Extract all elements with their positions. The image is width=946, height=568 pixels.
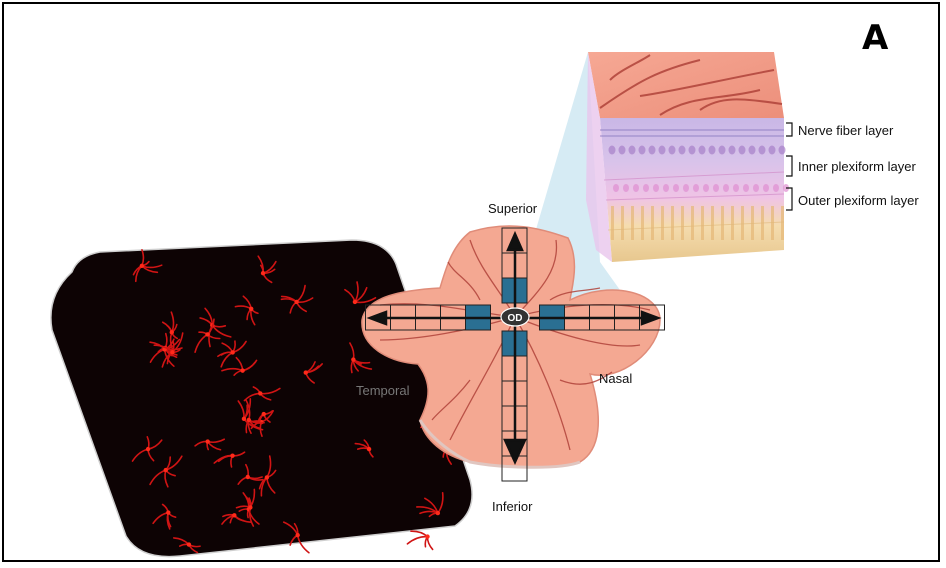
photoreceptor bbox=[731, 206, 734, 240]
microglia-cell bbox=[353, 300, 357, 304]
bipolar-cell bbox=[663, 184, 669, 192]
direction-nasal: Nasal bbox=[599, 371, 632, 386]
microglia-cell bbox=[230, 350, 234, 354]
panel-label: A bbox=[862, 18, 888, 58]
direction-inferior: Inferior bbox=[492, 499, 532, 514]
photoreceptor bbox=[781, 206, 784, 240]
layer-brackets bbox=[786, 123, 792, 210]
optic-disc-label: OD bbox=[508, 313, 523, 324]
microglia-cell bbox=[265, 475, 269, 479]
microglia-cell bbox=[246, 475, 250, 479]
microglia-cell bbox=[425, 534, 429, 538]
microglia-cell bbox=[295, 533, 299, 537]
layer-label: Nerve fiber layer bbox=[798, 123, 893, 138]
microglia-cell bbox=[205, 332, 209, 336]
photoreceptor bbox=[651, 206, 654, 240]
ganglion-cell bbox=[609, 146, 616, 155]
bipolar-cell bbox=[773, 184, 779, 192]
bipolar-cell bbox=[723, 184, 729, 192]
bipolar-cell bbox=[703, 184, 709, 192]
bipolar-cell bbox=[673, 184, 679, 192]
ganglion-cell bbox=[679, 146, 686, 155]
microglia-cell bbox=[166, 510, 170, 514]
bipolar-cell bbox=[713, 184, 719, 192]
ganglion-cell bbox=[739, 146, 746, 155]
bipolar-cell bbox=[763, 184, 769, 192]
microglia-cell bbox=[261, 271, 265, 275]
ganglion-cell bbox=[629, 146, 636, 155]
ganglion-cell bbox=[709, 146, 716, 155]
microglia-cell bbox=[436, 511, 440, 515]
photoreceptor bbox=[721, 206, 724, 240]
photoreceptor bbox=[701, 206, 704, 240]
bipolar-cell bbox=[653, 184, 659, 192]
ganglion-cell bbox=[779, 146, 786, 155]
ganglion-cell bbox=[619, 146, 626, 155]
photoreceptor bbox=[621, 206, 624, 240]
ganglion-cell bbox=[759, 146, 766, 155]
bipolar-cell bbox=[683, 184, 689, 192]
microglia-process bbox=[411, 531, 428, 536]
photoreceptor bbox=[681, 206, 684, 240]
photoreceptor bbox=[661, 206, 664, 240]
microglia-cell bbox=[164, 468, 168, 472]
photoreceptor bbox=[691, 206, 694, 240]
microglia-cell bbox=[140, 264, 144, 268]
microglia-cell bbox=[242, 417, 246, 421]
layer-label: Outer plexiform layer bbox=[798, 193, 919, 208]
microglia-cell bbox=[249, 307, 253, 311]
bipolar-cell bbox=[643, 184, 649, 192]
retinal-layer-block bbox=[586, 52, 789, 262]
ganglion-cell bbox=[639, 146, 646, 155]
ganglion-cell bbox=[729, 146, 736, 155]
ganglion-cell bbox=[749, 146, 756, 155]
ganglion-cell bbox=[699, 146, 706, 155]
microglia-cell bbox=[232, 513, 236, 517]
ganglion-cell bbox=[659, 146, 666, 155]
photoreceptor bbox=[631, 206, 634, 240]
microglia-cell bbox=[187, 542, 191, 546]
photoreceptor bbox=[711, 206, 714, 240]
ganglion-cell bbox=[669, 146, 676, 155]
bipolar-cell bbox=[623, 184, 629, 192]
microglia-cell bbox=[367, 447, 371, 451]
microglia-cell bbox=[258, 391, 262, 395]
photoreceptor bbox=[671, 206, 674, 240]
microglia-cell bbox=[205, 439, 209, 443]
ganglion-cell bbox=[769, 146, 776, 155]
photoreceptor bbox=[611, 206, 614, 240]
microglia-cell bbox=[351, 357, 355, 361]
microglia-cell bbox=[230, 453, 234, 457]
bipolar-cell bbox=[613, 184, 619, 192]
bipolar-cell bbox=[633, 184, 639, 192]
ganglion-cell bbox=[649, 146, 656, 155]
photoreceptor bbox=[641, 206, 644, 240]
ganglion-cell bbox=[719, 146, 726, 155]
photoreceptor bbox=[741, 206, 744, 240]
direction-temporal: Temporal bbox=[356, 383, 409, 398]
microglia-cell bbox=[262, 412, 266, 416]
direction-superior: Superior bbox=[488, 201, 537, 216]
ganglion-cell bbox=[689, 146, 696, 155]
microglia-cell bbox=[294, 300, 298, 304]
microglia-cell bbox=[248, 505, 252, 509]
layer-label: Inner plexiform layer bbox=[798, 159, 916, 174]
microglia-cell bbox=[146, 447, 150, 451]
bipolar-cell bbox=[693, 184, 699, 192]
bipolar-cell bbox=[733, 184, 739, 192]
microglia-cell bbox=[170, 350, 174, 354]
bipolar-cell bbox=[753, 184, 759, 192]
microglia-process bbox=[407, 537, 427, 544]
microglia-cell bbox=[240, 368, 244, 372]
microglia-micrograph bbox=[51, 240, 472, 557]
optic-disc: OD bbox=[501, 308, 529, 326]
microglia-cell bbox=[304, 370, 308, 374]
microglia-cell bbox=[170, 330, 174, 334]
bipolar-cell bbox=[743, 184, 749, 192]
